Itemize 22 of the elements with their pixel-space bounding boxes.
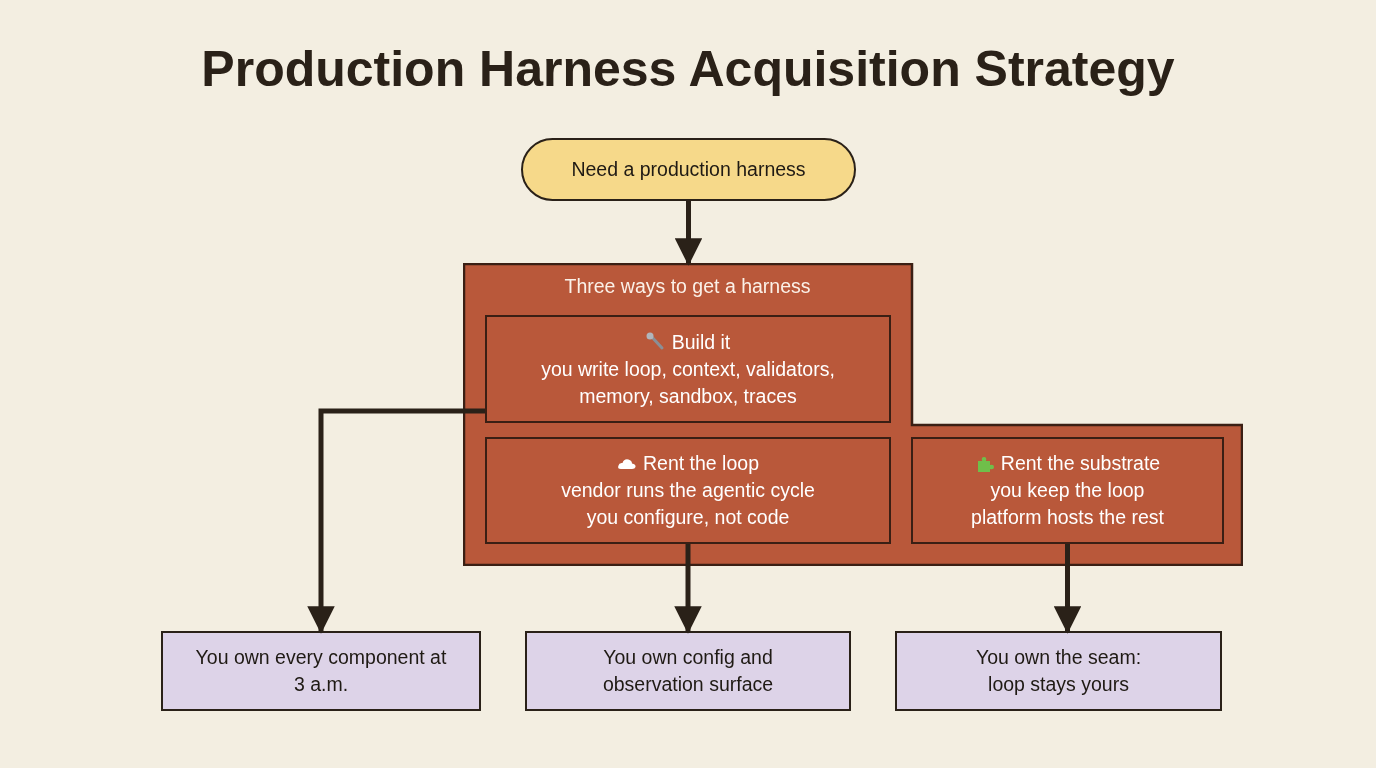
option-heading: Build it	[671, 329, 731, 355]
start-label: Need a production harness	[571, 157, 806, 182]
outcome-label: You own every component at 3 a.m.	[194, 645, 448, 697]
option-heading: Rent the substrate	[1000, 451, 1161, 476]
diagram-title: Production Harness Acquisition Strategy	[200, 40, 1176, 98]
option-box	[485, 315, 891, 423]
option-description: vendor runs the agentic cycle you configure, not code	[560, 478, 816, 530]
container-heading: Three ways to get a harness	[563, 274, 812, 299]
option-description: you keep the loop platform hosts the rest	[970, 478, 1165, 530]
option-box	[911, 437, 1224, 544]
option-heading: Rent the loop	[643, 451, 759, 476]
outcome-label: You own config and observation surface	[601, 645, 775, 697]
option-description: you write loop, context, validators, memory, sandbox, traces	[540, 356, 836, 409]
outcome-box	[895, 631, 1222, 711]
arrow	[674, 544, 702, 634]
outcome-box	[161, 631, 481, 711]
outcome-label: You own the seam: loop stays yours	[974, 645, 1143, 697]
option-box	[485, 437, 891, 544]
arrow	[674, 201, 703, 266]
arrow	[307, 408, 485, 634]
arrow	[1053, 544, 1082, 634]
outcome-box	[525, 631, 851, 711]
